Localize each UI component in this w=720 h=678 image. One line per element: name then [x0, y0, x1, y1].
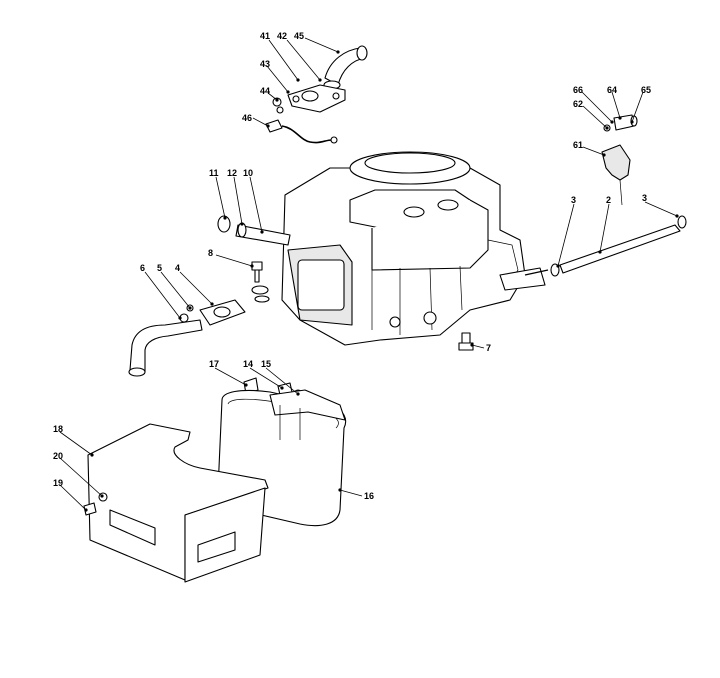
callout-3b: 3	[642, 193, 647, 203]
callout-7: 7	[486, 343, 491, 353]
callout-8: 8	[208, 248, 213, 258]
part-4-6-exhaust-pipe	[128, 299, 246, 377]
callout-46: 46	[242, 113, 252, 123]
callout-42: 42	[277, 31, 287, 41]
callout-12: 12	[227, 168, 237, 178]
callout-5: 5	[157, 263, 162, 273]
callout-2: 2	[606, 195, 611, 205]
part-41-44-housing	[272, 84, 346, 114]
callout-66: 66	[573, 85, 583, 95]
callout-61: 61	[573, 140, 583, 150]
callout-18: 18	[53, 424, 63, 434]
callout-17: 17	[209, 359, 219, 369]
callout-45: 45	[294, 31, 304, 41]
callout-44: 44	[260, 86, 270, 96]
engine-assembly	[281, 151, 546, 346]
callout-43: 43	[260, 59, 270, 69]
leader-lines	[59, 37, 679, 512]
callout-4: 4	[175, 263, 180, 273]
callout-11: 11	[209, 168, 219, 178]
part-46-sensor-wire	[265, 119, 338, 144]
callout-62: 62	[573, 99, 583, 109]
part-10-12-pipe	[217, 215, 291, 246]
callout-41: 41	[260, 31, 270, 41]
callout-6: 6	[140, 263, 145, 273]
part-18-heat-shield	[83, 423, 269, 583]
callout-3a: 3	[571, 195, 576, 205]
part-8-bolt	[251, 261, 270, 303]
callout-15: 15	[261, 359, 271, 369]
callout-65: 65	[641, 85, 651, 95]
callout-14: 14	[243, 359, 253, 369]
callout-16: 16	[364, 491, 374, 501]
callout-64: 64	[607, 85, 617, 95]
callout-10: 10	[243, 168, 253, 178]
callout-labels: 41 42 45 43 44 46 66 64 65 62 61 11 12 1…	[53, 31, 651, 501]
callout-20: 20	[53, 451, 63, 461]
callout-19: 19	[53, 478, 63, 488]
part-45-intake-elbow	[323, 45, 368, 90]
part-7-bolt	[458, 332, 474, 351]
part-2-3-cable	[524, 215, 687, 277]
